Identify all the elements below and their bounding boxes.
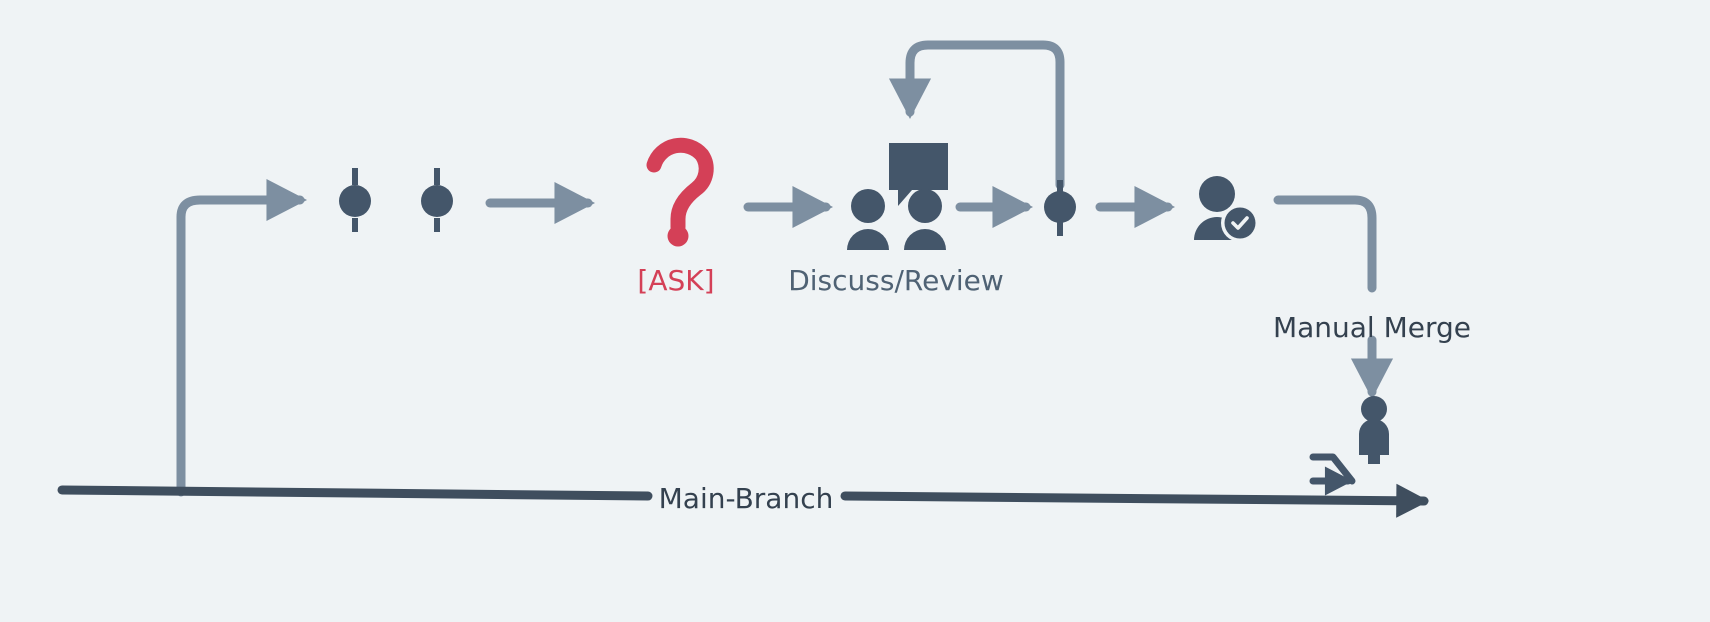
- check-mark-icon: [1231, 216, 1249, 230]
- user-head-icon: [1199, 176, 1235, 212]
- person-right-body-icon: [904, 229, 946, 250]
- main-branch-label: Main-Branch: [659, 482, 834, 515]
- merge-person-body-icon: [1359, 419, 1389, 464]
- edge-branch-off: [176, 178, 308, 497]
- commit-node-1[interactable]: [339, 168, 371, 232]
- person-left-body-icon: [847, 229, 889, 250]
- edge-approve-to-merge: [1273, 195, 1394, 400]
- speech-bubble-icon: [889, 143, 948, 206]
- edge-loop-back-to-discuss: [888, 40, 1065, 190]
- manual-merge-label: Manual Merge: [1273, 311, 1471, 344]
- edge-merge-into-main: [1309, 453, 1356, 496]
- ask-label: [ASK]: [637, 264, 714, 297]
- person-right-head-icon: [908, 189, 942, 223]
- discuss-review-label: Discuss/Review: [788, 264, 1004, 297]
- ask-question-icon[interactable]: [646, 137, 714, 247]
- commit-node-2[interactable]: [421, 168, 453, 232]
- commit-node-3[interactable]: [1044, 180, 1076, 236]
- discuss-review-icon[interactable]: [847, 143, 948, 250]
- main-branch-line[interactable]: [57, 483, 1430, 518]
- merge-person-head-icon: [1361, 396, 1387, 422]
- check-badge-icon: [1224, 207, 1256, 239]
- manual-merge-person-icon[interactable]: [1359, 396, 1389, 464]
- approved-user-icon[interactable]: [1194, 176, 1259, 242]
- person-left-head-icon: [851, 189, 885, 223]
